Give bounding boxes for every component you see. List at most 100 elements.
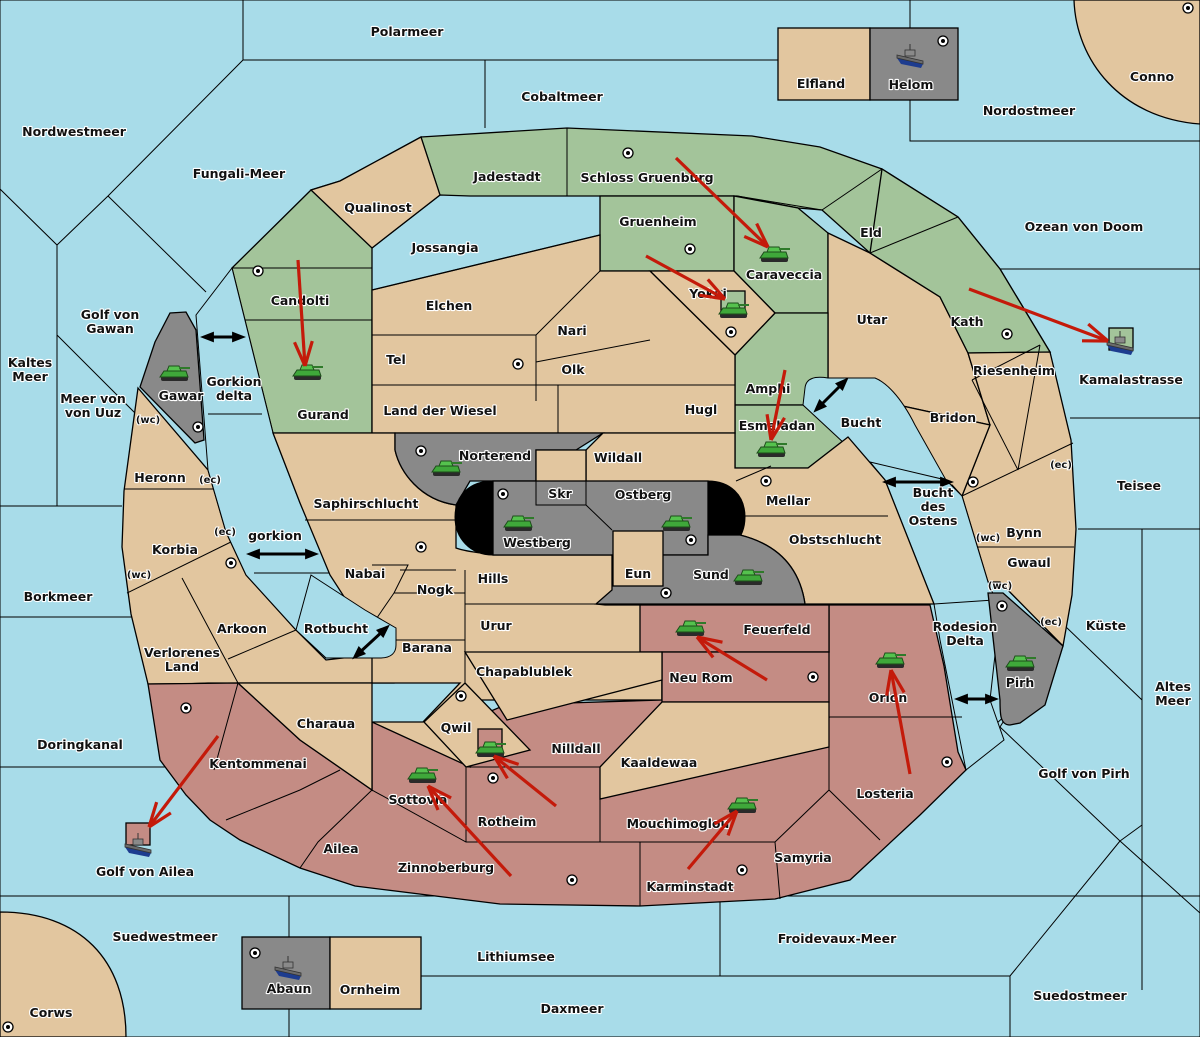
- sea_regions-label-golf-von-pirh: Golf von Pirh: [1038, 766, 1129, 781]
- land_regions-label-westberg: Westberg: [503, 535, 571, 550]
- land_regions-label-bynn: Bynn: [1006, 525, 1041, 540]
- fleet-ship-icon[interactable]: [1106, 331, 1134, 355]
- order-arrow-support: [695, 635, 768, 682]
- land_regions-label-charaua: Charaua: [297, 716, 355, 731]
- region-labels: PolarmeerCobaltmeerNordwestmeerFungali-M…: [7, 23, 1193, 1021]
- westberg-end-cap: [454, 480, 494, 556]
- land_regions-label-hills: Hills: [478, 571, 509, 586]
- coast-label: (ec): [214, 527, 236, 538]
- units: [124, 44, 1134, 980]
- region-charaua[interactable]: [236, 682, 373, 792]
- region-feuerfeld[interactable]: [639, 604, 830, 653]
- army-tank-icon[interactable]: [875, 652, 906, 668]
- land_regions-label-gruenheim: Gruenheim: [619, 214, 696, 229]
- region-conno[interactable]: [1073, 0, 1200, 125]
- army-tank-icon[interactable]: [431, 460, 462, 476]
- order-arrow-move: [147, 735, 220, 829]
- coast-labels: (wc)(ec)(ec)(wc)(ec)(wc)(wc)(ec): [126, 414, 1073, 629]
- army-tank-icon[interactable]: [675, 620, 706, 636]
- army-tank-icon[interactable]: [759, 246, 790, 262]
- supply-center-icon: [512, 358, 524, 370]
- supply-center-icon: [684, 243, 696, 255]
- land_regions-label-neu-rom: Neu Rom: [669, 670, 732, 685]
- land_regions-label-ostberg: Ostberg: [615, 487, 672, 502]
- land_regions-label-corws: Corws: [30, 1005, 73, 1020]
- land_regions-label-schloss-gruenburg: Schloss Gruenburg: [580, 170, 713, 185]
- supply-center-icon: [2, 1021, 14, 1033]
- sea-smaragd-bucht[interactable]: [802, 376, 947, 485]
- supply-center-icon: [249, 947, 261, 959]
- army-tank-icon[interactable]: [1005, 655, 1036, 671]
- continent: [231, 127, 1052, 469]
- land_regions-label-gawar: Gawar: [159, 388, 205, 403]
- land_regions-label-losteria: Losteria: [856, 786, 913, 801]
- army-tank-icon[interactable]: [733, 569, 764, 585]
- land_regions-label-helom: Helom: [889, 77, 934, 92]
- fleet-ship-icon[interactable]: [896, 44, 924, 68]
- army-tank-icon[interactable]: [756, 441, 787, 457]
- supply-center-icon: [736, 864, 748, 876]
- sea_regions-label-rotbucht: Rotbucht: [304, 621, 368, 636]
- army-tank-icon[interactable]: [503, 515, 534, 531]
- sea_regions-label-smaragd-bucht: Bucht: [841, 415, 882, 430]
- sea-rotbucht[interactable]: [295, 574, 397, 659]
- supply-center-icon: [192, 421, 204, 433]
- land_regions-label-conno: Conno: [1130, 69, 1175, 84]
- land_regions-label-qualinost: Qualinost: [344, 200, 411, 215]
- land_regions-label-caraveccia: Caraveccia: [746, 267, 822, 282]
- land_regions-label-nari: Nari: [557, 323, 586, 338]
- land_regions-label-sund: Sund: [693, 567, 729, 582]
- land_regions-label-jossangia: Jossangia: [410, 240, 478, 255]
- region-chapablublek[interactable]: [463, 651, 663, 721]
- army-tank-icon[interactable]: [661, 515, 692, 531]
- supply-center-icon: [941, 756, 953, 768]
- land_regions-label-karminstadt: Karminstadt: [646, 879, 733, 894]
- region-corws[interactable]: [0, 911, 127, 1037]
- land_regions-label-nilldall: Nilldall: [551, 741, 600, 756]
- order-arrow-move: [765, 369, 787, 441]
- fleet-ship-icon[interactable]: [124, 833, 152, 857]
- land_regions-label-elfland: Elfland: [797, 76, 845, 91]
- supply-center-icon: [937, 35, 949, 47]
- land_regions-label-pirh: Pirh: [1006, 675, 1035, 690]
- army-tank-icon[interactable]: [718, 302, 749, 318]
- region-sund[interactable]: [594, 534, 806, 605]
- region-qwil[interactable]: [423, 682, 532, 768]
- supply-center-icon: [996, 600, 1008, 612]
- region-ornheim[interactable]: [329, 936, 422, 1010]
- fleet-ship-icon[interactable]: [274, 956, 302, 980]
- supply-center-icon: [967, 476, 979, 488]
- supply-center-icon: [622, 147, 634, 159]
- land_regions-label-elchen: Elchen: [426, 298, 473, 313]
- region-qualinost[interactable]: [309, 136, 441, 249]
- land_regions-label-mellar: Mellar: [766, 493, 811, 508]
- army-tank-icon[interactable]: [407, 767, 438, 783]
- coast-label: (wc): [127, 570, 151, 581]
- region-gruenheim[interactable]: [599, 195, 735, 272]
- army-tank-icon[interactable]: [292, 364, 323, 380]
- land_regions-label-wildall: Wildall: [594, 450, 642, 465]
- coast-label: (ec): [199, 475, 221, 486]
- region-eun[interactable]: [612, 530, 664, 587]
- land_regions-label-urur: Urur: [480, 618, 512, 633]
- supply-center-icon: [685, 534, 697, 546]
- region-elfland[interactable]: [777, 27, 871, 101]
- land_regions-label-kath: Kath: [951, 314, 984, 329]
- land_regions-label-ornheim: Ornheim: [340, 982, 400, 997]
- land_regions-label-eun: Eun: [625, 566, 651, 581]
- sea_regions-label-doringkanal: Doringkanal: [37, 737, 123, 752]
- order-arrow-support: [885, 669, 912, 775]
- land_regions-label-bridon: Bridon: [930, 410, 976, 425]
- land_regions-label-ailea: Ailea: [323, 841, 358, 856]
- land_regions-label-tel: Tel: [386, 352, 406, 367]
- supply-center-icon: [725, 326, 737, 338]
- land_regions-label-obstschlucht: Obstschlucht: [789, 532, 881, 547]
- army-tank-icon[interactable]: [159, 365, 190, 381]
- region-kaaldewaa[interactable]: [599, 701, 830, 800]
- land_regions-label-barana: Barana: [402, 640, 452, 655]
- land_regions-label-kentommenai: Kentommenai: [209, 756, 307, 771]
